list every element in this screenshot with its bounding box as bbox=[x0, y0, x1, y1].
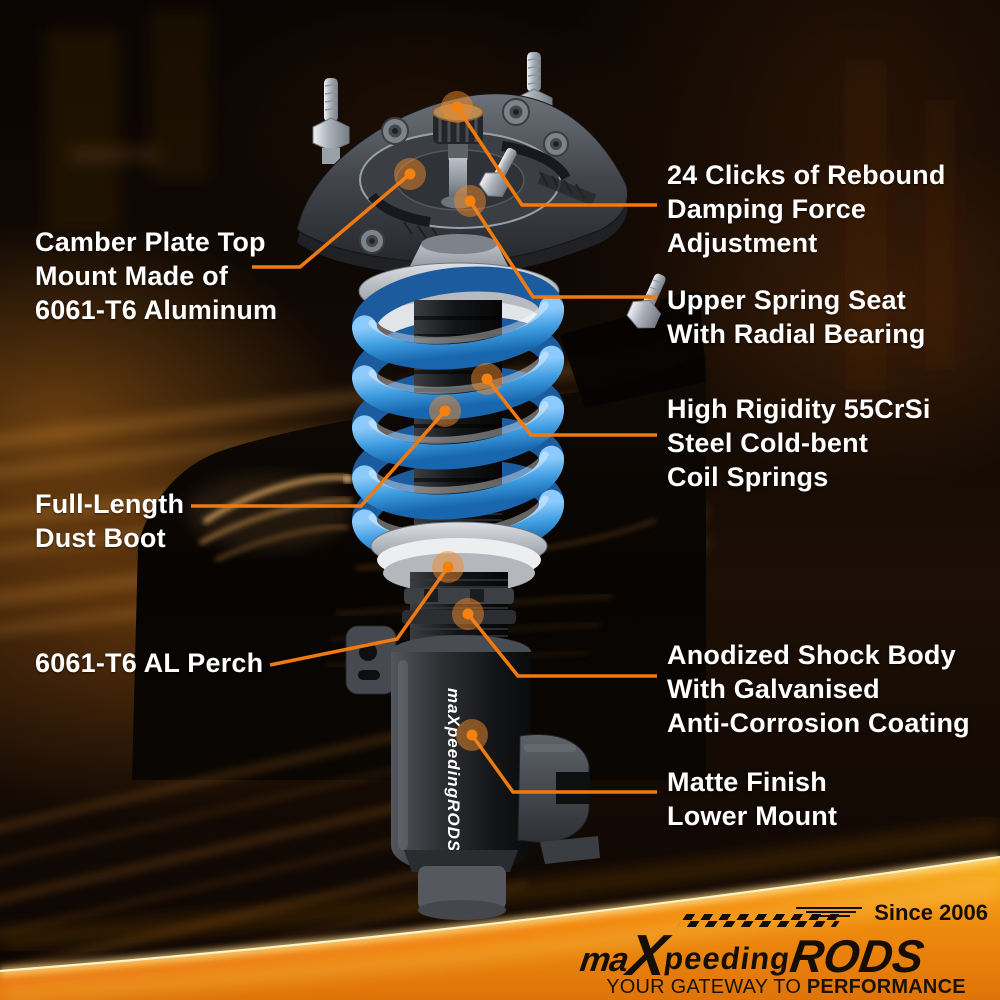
label-line: 6061-T6 Aluminum bbox=[35, 295, 278, 325]
lower-mount-bracket bbox=[517, 734, 600, 864]
checkered-flag-icon bbox=[677, 914, 845, 927]
label-line: Camber Plate Top bbox=[35, 227, 266, 257]
callout-line-dust-boot bbox=[191, 409, 447, 508]
callout-line-lower-mount bbox=[470, 733, 657, 794]
callout-dot-dust-boot bbox=[429, 395, 461, 427]
callout-dot-spring-seat bbox=[454, 185, 486, 217]
callout-dot-coil-springs bbox=[471, 363, 503, 395]
banner-inner-streak bbox=[0, 883, 1000, 1000]
label-line: 6061-T6 AL Perch bbox=[35, 648, 264, 678]
label-line: Anti-Corrosion Coating bbox=[667, 708, 970, 738]
brand-rods: RODS bbox=[787, 930, 928, 982]
callout-label-dust-boot: Full-Length Dust Boot bbox=[35, 487, 184, 555]
label-line: Lower Mount bbox=[667, 801, 838, 831]
camber-plate-top-mount bbox=[296, 52, 666, 329]
brand-ma: ma bbox=[577, 941, 631, 979]
since-text: Since 2006 bbox=[874, 900, 988, 925]
callout-line-perch bbox=[269, 565, 450, 667]
callout-line-rebound bbox=[455, 106, 657, 207]
callout-line-camber bbox=[252, 172, 412, 269]
tagline-prefix: YOUR GATEWAY TO bbox=[606, 976, 807, 998]
headlight-glints bbox=[186, 474, 353, 562]
callout-dots bbox=[394, 91, 503, 751]
label-line: With Radial Bearing bbox=[667, 319, 926, 349]
callout-label-camber: Camber Plate Top Mount Made of 6061-T6 A… bbox=[35, 225, 277, 327]
callout-label-shock-body: Anodized Shock Body With Galvanised Anti… bbox=[667, 638, 970, 740]
banner-red-streak bbox=[0, 862, 1000, 992]
callout-dot-lower-mount bbox=[456, 719, 488, 751]
label-line: Anodized Shock Body bbox=[667, 640, 956, 670]
callout-dot-camber bbox=[394, 158, 426, 190]
callout-dot-rebound bbox=[441, 91, 473, 123]
label-line: Mount Made of bbox=[35, 261, 229, 291]
brand-tagline: YOUR GATEWAY TO PERFORMANCE DRIVING bbox=[582, 976, 990, 1000]
label-line: Adjustment bbox=[667, 228, 818, 258]
label-line: Full-Length bbox=[35, 489, 185, 519]
label-line: With Galvanised bbox=[667, 674, 880, 704]
callout-label-coil-springs: High Rigidity 55CrSi Steel Cold-bent Coi… bbox=[667, 392, 931, 494]
city-bokeh bbox=[45, 10, 955, 390]
callout-label-lower-mount: Matte Finish Lower Mount bbox=[667, 765, 837, 833]
banner-edge-line bbox=[0, 855, 1000, 973]
brand-wordmark: maXpeedingRODS bbox=[577, 914, 994, 988]
label-line: Dust Boot bbox=[35, 523, 166, 553]
label-line: High Rigidity 55CrSi bbox=[667, 394, 931, 424]
lower-mount-end bbox=[404, 850, 518, 920]
label-line: Steel Cold-bent bbox=[667, 428, 869, 458]
callout-dot-perch bbox=[432, 551, 464, 583]
brand-peeding: peeding bbox=[662, 941, 793, 976]
callout-line-spring-seat bbox=[468, 200, 657, 299]
label-line: 24 Clicks of Rebound bbox=[667, 160, 946, 190]
shock-body: maXpeedingRODS bbox=[391, 635, 531, 874]
callout-label-rebound: 24 Clicks of Rebound Damping Force Adjus… bbox=[667, 158, 946, 260]
label-line: Damping Force bbox=[667, 194, 867, 224]
label-line: Coil Springs bbox=[667, 462, 829, 492]
footer-brand: Since 2006 maXpeedingRODS YOUR GATEWAY T… bbox=[578, 900, 990, 1000]
top-stud-left bbox=[312, 78, 350, 164]
callout-label-perch: 6061-T6 AL Perch bbox=[35, 646, 263, 680]
label-line: Upper Spring Seat bbox=[667, 285, 906, 315]
callout-dot-shock-body bbox=[452, 598, 484, 630]
callout-line-coil-springs bbox=[485, 377, 657, 437]
label-line: Matte Finish bbox=[667, 767, 827, 797]
callout-label-spring-seat: Upper Spring Seat With Radial Bearing bbox=[667, 283, 926, 351]
callout-line-shock-body bbox=[466, 612, 657, 678]
since-row: Since 2006 bbox=[582, 900, 990, 925]
